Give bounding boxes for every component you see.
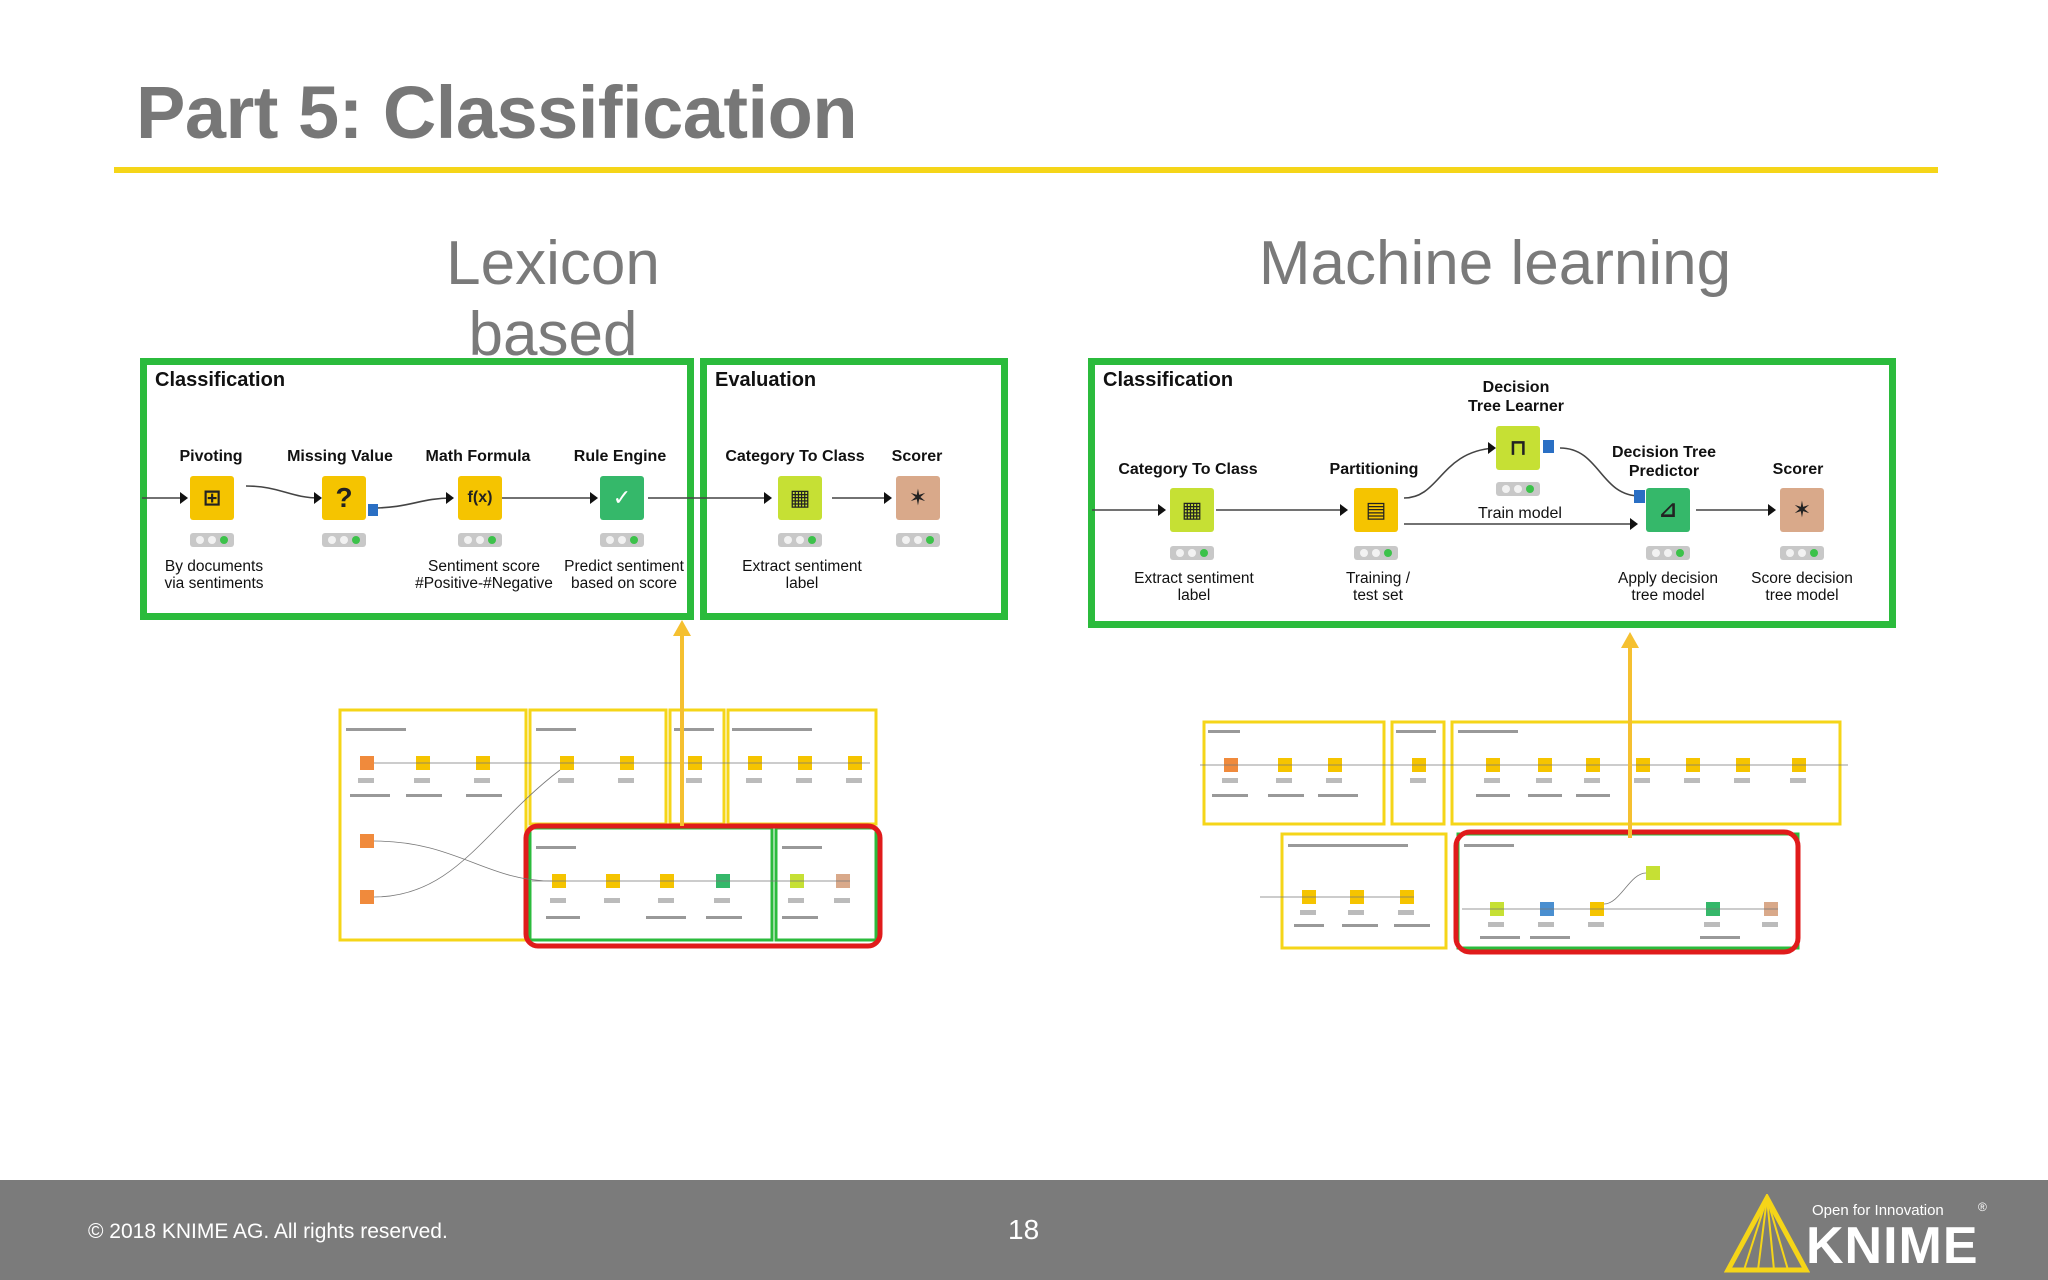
node-caption: Predict sentiment based on score bbox=[564, 558, 684, 592]
status-indicator bbox=[190, 533, 234, 547]
category-to-class-icon: ▦ bbox=[778, 476, 822, 520]
panel-label: Classification bbox=[155, 369, 286, 391]
knime-logo-icon bbox=[1724, 1194, 1810, 1273]
node-caption: Apply decision tree model bbox=[1618, 570, 1718, 604]
slide-title: Part 5: Classification bbox=[136, 71, 858, 154]
partitioning-icon: ▤ bbox=[1354, 488, 1398, 532]
node-caption: By documents via sentiments bbox=[164, 558, 264, 592]
pivot-icon: ⊞ bbox=[190, 476, 234, 520]
node-title: Scorer bbox=[891, 448, 943, 465]
math-formula-icon: f(x) bbox=[458, 476, 502, 520]
slide-footer: © 2018 KNIME AG. All rights reserved. 18… bbox=[0, 1180, 2048, 1280]
status-indicator bbox=[1496, 482, 1540, 496]
page-number: 18 bbox=[1008, 1214, 1040, 1245]
status-indicator bbox=[1780, 546, 1824, 560]
panel-label: Evaluation bbox=[715, 369, 817, 391]
node-caption: Train model bbox=[1478, 505, 1562, 522]
status-indicator bbox=[896, 533, 940, 547]
status-indicator bbox=[1354, 546, 1398, 560]
node-title: Rule Engine bbox=[573, 448, 667, 465]
node-title: Pivoting bbox=[179, 448, 243, 465]
panel-label: Classification bbox=[1103, 369, 1234, 391]
brand-wordmark: KNIME bbox=[1806, 1217, 1979, 1275]
node-title: Category To Class bbox=[1118, 461, 1258, 478]
right-heading: Machine learning bbox=[1258, 229, 1732, 298]
node-caption: Score decision tree model bbox=[1751, 570, 1853, 604]
node-title: Decision Tree Predictor bbox=[1611, 444, 1717, 480]
lexicon-evaluation-panel: Evaluation bbox=[700, 358, 1008, 620]
node-title: Category To Class bbox=[725, 448, 865, 465]
rule-engine-icon: ✓ bbox=[600, 476, 644, 520]
model-port bbox=[368, 504, 378, 516]
registered-mark: ® bbox=[1978, 1200, 1987, 1214]
status-indicator bbox=[322, 533, 366, 547]
node-title: Math Formula bbox=[425, 448, 531, 465]
lexicon-workflow-overview bbox=[338, 708, 883, 949]
copyright-text: © 2018 KNIME AG. All rights reserved. bbox=[88, 1220, 448, 1243]
status-indicator bbox=[1646, 546, 1690, 560]
scorer-icon: ✶ bbox=[896, 476, 940, 520]
missing-value-icon: ? bbox=[322, 476, 366, 520]
left-heading: Lexicon based bbox=[446, 229, 660, 369]
status-indicator bbox=[600, 533, 644, 547]
node-title: Missing Value bbox=[287, 448, 393, 465]
decision-tree-learner-icon: ⊓ bbox=[1496, 426, 1540, 470]
status-indicator bbox=[1170, 546, 1214, 560]
tagline: Open for Innovation bbox=[1812, 1202, 1944, 1219]
node-title: Partitioning bbox=[1329, 461, 1419, 478]
node-title: Decision Tree Learner bbox=[1467, 379, 1565, 415]
model-port bbox=[1543, 440, 1554, 453]
status-indicator bbox=[458, 533, 502, 547]
node-caption: Extract sentiment label bbox=[742, 558, 862, 592]
node-caption: Extract sentiment label bbox=[1134, 570, 1254, 604]
title-rule bbox=[114, 167, 1938, 173]
node-caption: Training / test set bbox=[1345, 570, 1411, 604]
node-title: Scorer bbox=[1772, 461, 1824, 478]
decision-tree-predictor-icon: ⊿ bbox=[1646, 488, 1690, 532]
ml-workflow-overview bbox=[1200, 720, 1848, 955]
node-caption: Sentiment score #Positive-#Negative bbox=[415, 558, 553, 592]
scorer-icon: ✶ bbox=[1780, 488, 1824, 532]
category-to-class-icon: ▦ bbox=[1170, 488, 1214, 532]
model-port bbox=[1634, 490, 1645, 503]
status-indicator bbox=[778, 533, 822, 547]
